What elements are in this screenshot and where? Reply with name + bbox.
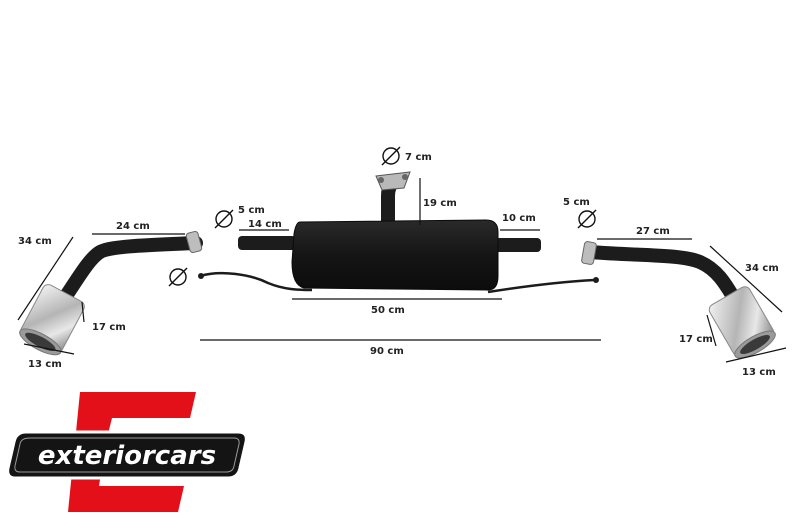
center-muffler — [198, 171, 599, 294]
label-muffler-outlet-len: 10 cm — [502, 213, 536, 224]
logo-text: exteriorcars — [38, 441, 216, 471]
label-left-tip-diag: 34 cm — [18, 236, 52, 247]
label-right-tip-diag: 34 cm — [745, 263, 779, 274]
dim-line-left-tip-len — [81, 301, 85, 323]
dim-line-right-tip-width — [725, 347, 787, 363]
label-muffler-width: 50 cm — [371, 305, 405, 316]
label-top-pipe-height: 19 cm — [423, 198, 457, 209]
label-left-tip-len: 17 cm — [92, 322, 126, 333]
label-left-pipe-len: 24 cm — [116, 221, 150, 232]
label-right-pipe-len: 27 cm — [636, 226, 670, 237]
dim-line-right-tip-len — [706, 314, 717, 347]
label-total-width: 90 cm — [370, 346, 404, 357]
left-tail-pipe — [19, 230, 203, 356]
diameter-icon — [577, 209, 597, 229]
label-left-inlet-dia: 5 cm — [238, 205, 265, 216]
exteriorcars-logo: exteriorcars — [6, 392, 248, 512]
label-left-tip-width: 13 cm — [28, 359, 62, 370]
dim-line-left-tip-width — [23, 343, 75, 355]
diameter-icon — [214, 209, 234, 229]
label-right-inlet-dia: 5 cm — [563, 197, 590, 208]
diameter-icon — [381, 146, 401, 166]
diameter-icon — [168, 267, 188, 287]
dimension-lines — [17, 178, 787, 363]
dim-line-right-diag — [709, 245, 783, 313]
dim-line-left-diag — [17, 236, 74, 321]
right-tail-pipe — [581, 241, 776, 359]
label-right-tip-width: 13 cm — [742, 367, 776, 378]
label-right-tip-len: 17 cm — [679, 334, 713, 345]
left-chrome-tip — [19, 284, 85, 356]
top-flange — [375, 171, 411, 191]
label-muffler-inlet-len: 14 cm — [248, 219, 282, 230]
label-top-pipe-dia: 7 cm — [405, 152, 432, 163]
right-chrome-tip — [708, 286, 776, 359]
